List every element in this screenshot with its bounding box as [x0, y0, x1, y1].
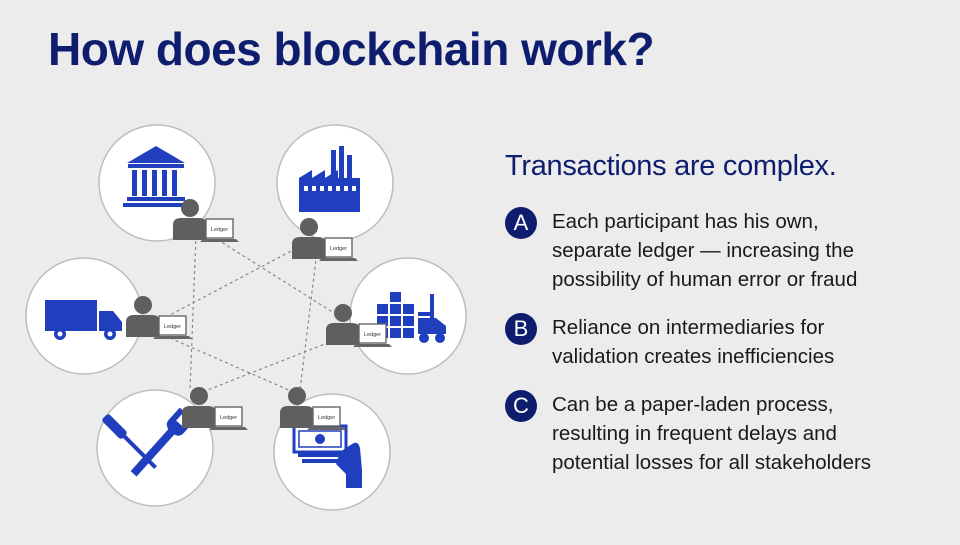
point-c-line-1: Can be a paper-laden process,: [552, 393, 834, 416]
point-b-line-2: validation creates inefficiencies: [552, 345, 835, 368]
person-icon: [280, 387, 314, 428]
participant-warehouse-user: Ledger: [326, 304, 393, 348]
ledger-label: Ledger: [364, 332, 381, 338]
letter-badge-a: A: [505, 207, 537, 239]
point-a-text: Each participant has his own, separate l…: [552, 207, 857, 294]
page-title: How does blockchain work?: [48, 23, 655, 75]
wrench-screwdriver-icon: [102, 407, 195, 477]
connection-lines: [169, 232, 343, 396]
ledger-label: Ledger: [330, 246, 347, 252]
person-icon: [182, 387, 216, 428]
blockchain-network-diagram: Ledger Ledger Ledger Ledger Ledger: [25, 124, 467, 511]
point-b: B Reliance on intermediaries for validat…: [505, 313, 945, 371]
point-c-line-2: resulting in frequent delays and: [552, 422, 837, 445]
point-a-line-2: separate ledger — increasing the: [552, 239, 854, 262]
ledger-label: Ledger: [164, 324, 181, 330]
ledger-laptop-icon: Ledger: [208, 406, 249, 431]
point-b-text: Reliance on intermediaries for validatio…: [552, 313, 834, 371]
point-c-text: Can be a paper-laden process, resulting …: [552, 390, 871, 477]
ledger-laptop-icon: Ledger: [152, 315, 193, 340]
explanation-panel: Transactions are complex. A Each partici…: [505, 150, 945, 496]
letter-badge-c: C: [505, 390, 537, 422]
participant-payment-user: Ledger: [280, 387, 347, 431]
point-a-line-3: possibility of human error or fraud: [552, 268, 858, 291]
bank-icon: [123, 146, 189, 207]
participant-bank-user: Ledger: [173, 199, 240, 243]
participant-tools-user: Ledger: [182, 387, 249, 431]
ledger-label: Ledger: [220, 415, 237, 421]
connection-line: [206, 232, 343, 319]
letter-badge-b: B: [505, 313, 537, 345]
point-a: A Each participant has his own, separate…: [505, 207, 945, 294]
connection-line: [299, 242, 319, 391]
participant-factory-user: Ledger: [292, 218, 359, 262]
ledger-laptop-icon: Ledger: [199, 218, 240, 243]
ledger-label: Ledger: [211, 227, 228, 233]
factory-icon: [299, 146, 360, 212]
connection-line: [169, 239, 313, 316]
connection-line: [189, 234, 197, 391]
ledger-laptop-icon: Ledger: [318, 237, 359, 262]
point-c-line-3: potential losses for all stakeholders: [552, 451, 872, 474]
ledger-label: Ledger: [318, 415, 335, 421]
connection-line: [169, 337, 301, 396]
point-b-line-1: Reliance on intermediaries for: [552, 316, 825, 339]
delivery-truck-icon: [45, 300, 122, 340]
connection-line: [199, 337, 341, 394]
participant-truck-user: Ledger: [126, 296, 193, 340]
section-subtitle: Transactions are complex.: [505, 150, 837, 182]
ledger-laptop-icon: Ledger: [306, 406, 347, 431]
point-a-line-1: Each participant has his own,: [552, 210, 819, 233]
ledger-laptop-icon: Ledger: [352, 323, 393, 348]
point-c: C Can be a paper-laden process, resultin…: [505, 390, 945, 477]
